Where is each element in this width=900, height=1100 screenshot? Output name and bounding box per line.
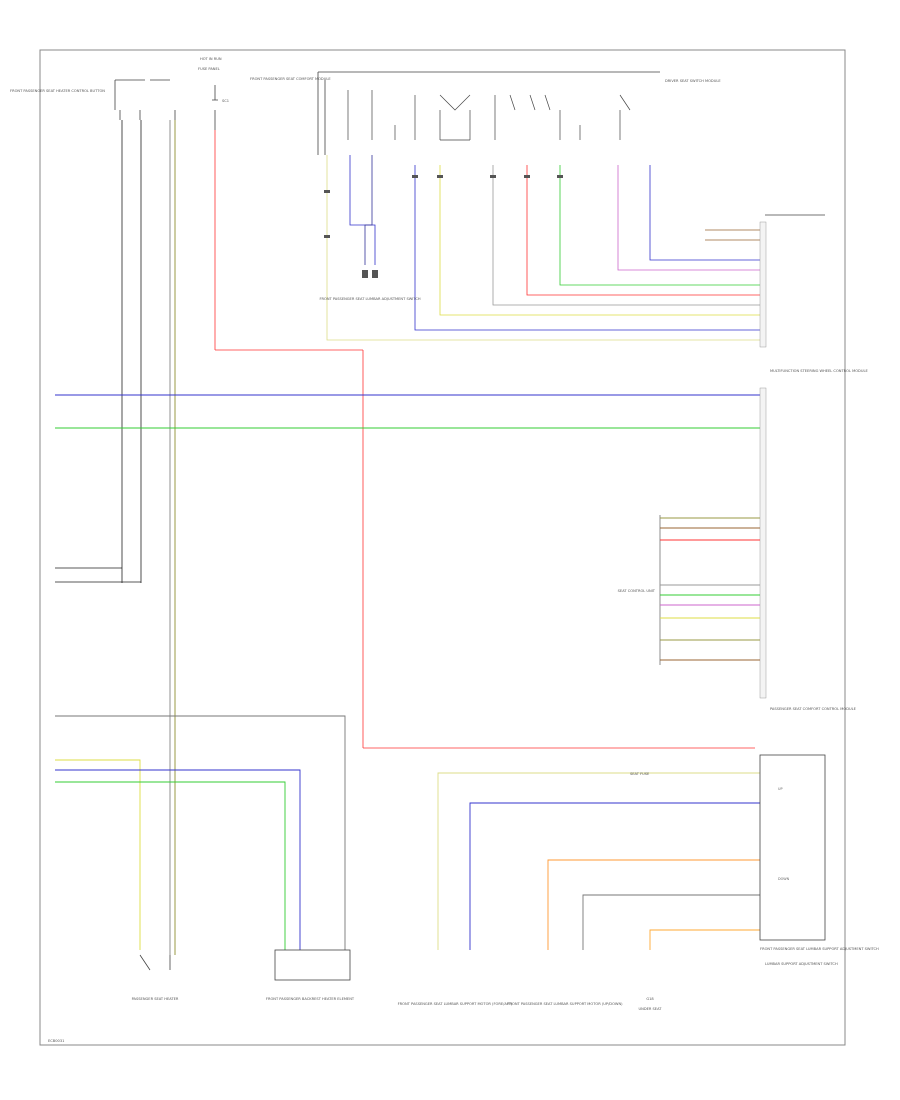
label-driver-switch-module: DRIVER SEAT SWITCH MODULE — [665, 79, 721, 83]
heater-button-contacts — [119, 110, 176, 120]
label-passenger-ctrl: PASSENGER SEAT COMFORT CONTROL MODULE — [770, 707, 857, 711]
harness-switch-to-module — [326, 155, 760, 341]
right-connector-mid — [759, 387, 767, 699]
fuse-symbol — [212, 85, 218, 130]
seat-ctrl-wires — [659, 515, 760, 665]
label-passenger-seat-module: FRONT PASSENGER SEAT COMFORT MODULE — [250, 77, 331, 81]
label-up: UP — [778, 787, 783, 791]
label-ground-loc: UNDER SEAT — [639, 1007, 663, 1011]
bottom-left-harness — [55, 715, 346, 950]
label-multi-function: MULTIFUNCTION STEERING WHEEL CONTROL MOD… — [770, 369, 868, 373]
label-driver-seat-assembly: FRONT PASSENGER SEAT LUMBAR ADJUSTMENT S… — [319, 297, 420, 301]
right-connector-top — [759, 214, 825, 348]
top-connectors — [324, 175, 563, 278]
label-passenger-lumbar-switch: FRONT PASSENGER SEAT LUMBAR SUPPORT ADJU… — [760, 947, 879, 951]
backrest-heater-switch — [139, 954, 171, 971]
label-fuse-small: SEAT FUSE — [630, 772, 650, 776]
label-backrest-heater: FRONT PASSENGER BACKREST HEATER ELEMENT — [266, 997, 355, 1001]
label-front-passenger-heater: FRONT PASSENGER SEAT HEATER CONTROL BUTT… — [10, 89, 105, 93]
footer-code: ECB0031 — [48, 1039, 64, 1043]
label-lumbar-motor-fwd: FRONT PASSENGER SEAT LUMBAR SUPPORT MOTO… — [398, 1002, 513, 1006]
heater-button-bracket — [114, 79, 170, 110]
label-passenger-seat-heater: PASSENGER SEAT HEATER — [132, 997, 179, 1001]
lumbar-switch-box — [759, 754, 826, 941]
label-fuse-a: SC1 — [222, 99, 229, 103]
diagram-frame — [39, 49, 846, 1046]
label-ground: G18 — [646, 997, 654, 1001]
label-fuse-panel: FUSE PANEL — [198, 67, 220, 71]
label-seat-ctrl: SEAT CONTROL UNIT — [618, 589, 656, 593]
switch-contacts — [347, 90, 631, 141]
label-hot-in-run: HOT IN RUN — [200, 57, 222, 61]
switch-module-box — [317, 71, 660, 155]
backrest-heater-box — [274, 949, 351, 981]
lumbar-harness — [437, 772, 760, 950]
label-down: DOWN — [778, 877, 790, 881]
label-lumbar-motor-ud: FRONT PASSENGER SEAT LUMBAR SUPPORT MOTO… — [507, 1002, 623, 1006]
label-lumbar-switch: LUMBAR SUPPORT ADJUSTMENT SWITCH — [765, 962, 838, 966]
